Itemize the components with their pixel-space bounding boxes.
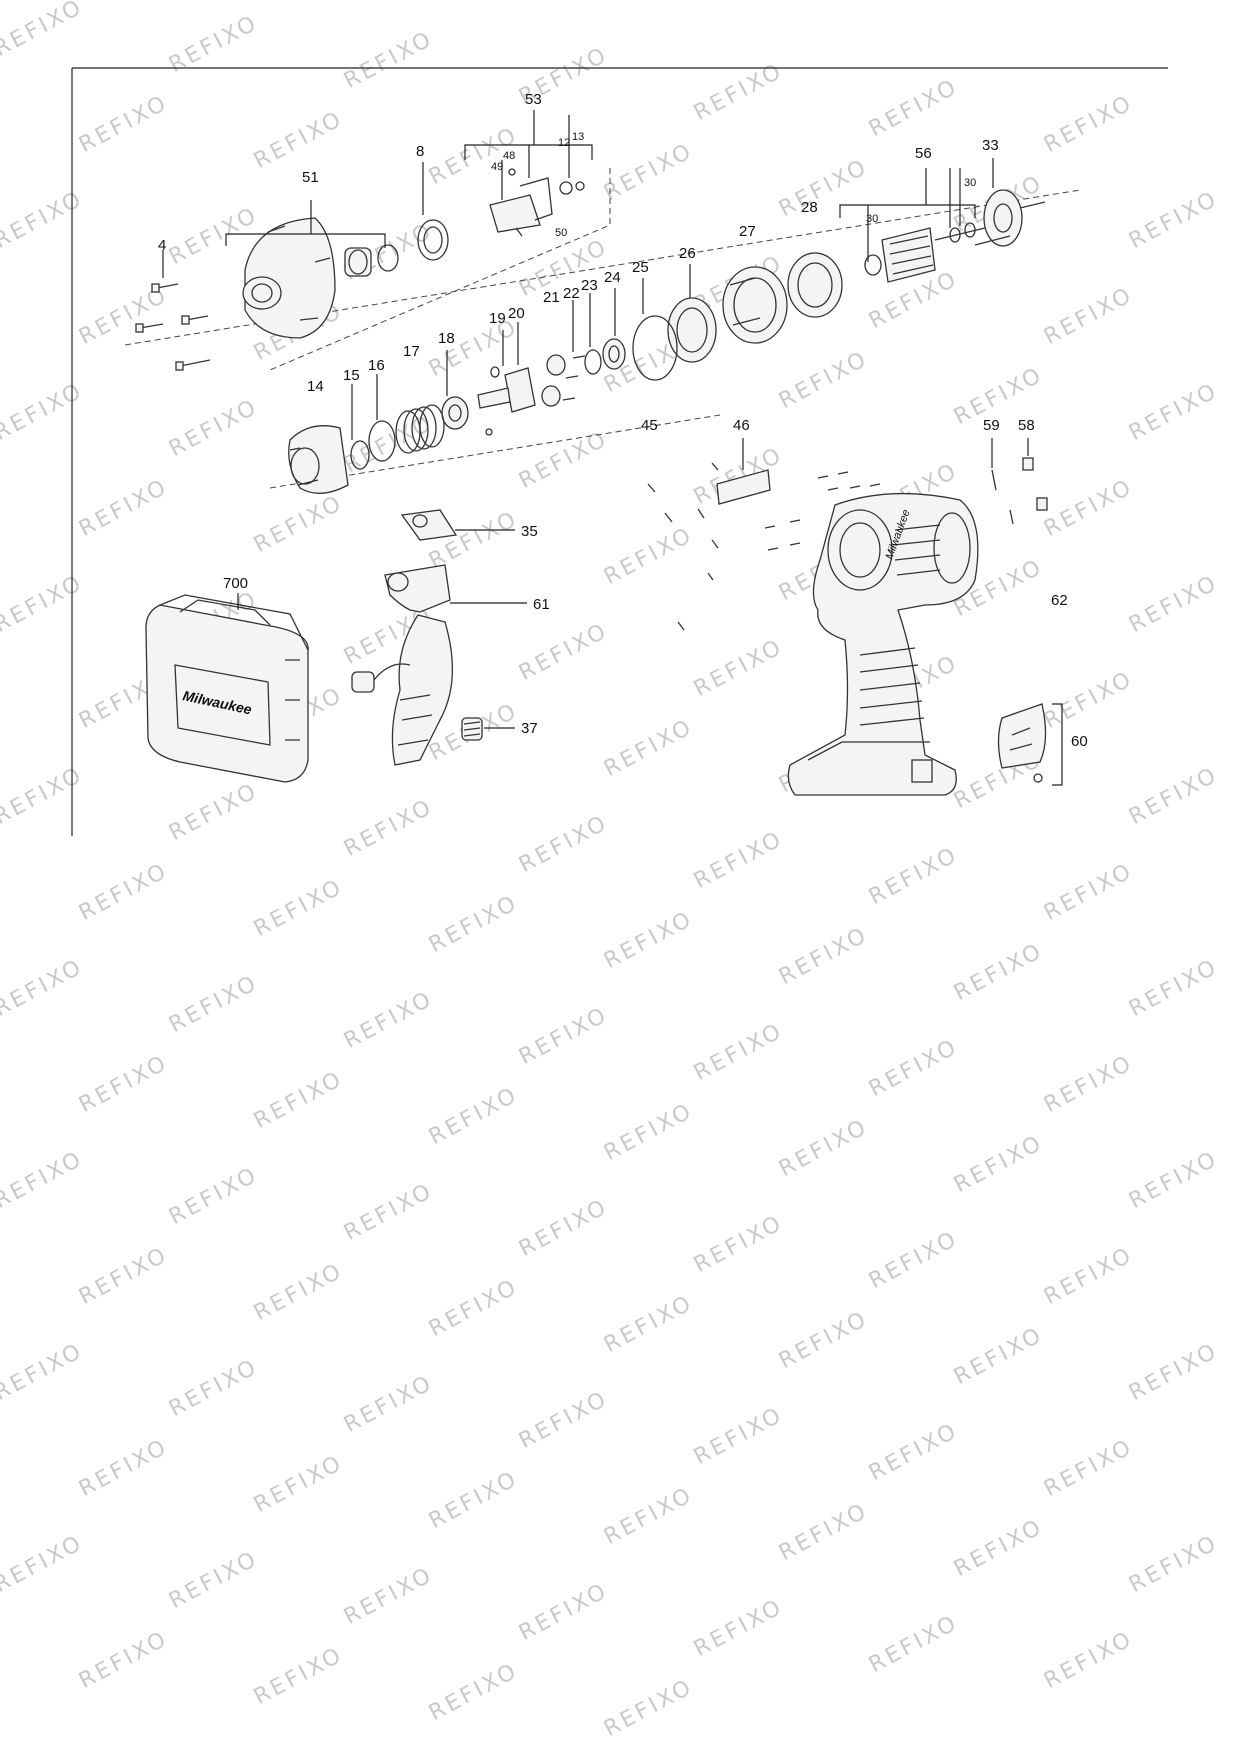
label-46: 46 [733,417,750,434]
motor-ring-28 [787,252,843,318]
label-45: 45 [641,417,658,434]
label-62: 62 [1051,592,1068,609]
label-25: 25 [632,259,649,276]
diagram-frame [71,67,1168,836]
screw-group-45 [647,462,719,631]
screw-group-4 [135,283,211,371]
label-26: 26 [679,245,696,262]
electronics-61 [351,564,454,766]
label-58: 58 [1018,417,1035,434]
label-13: 13 [572,131,584,143]
label-plate-46 [716,469,771,505]
label-18: 18 [438,330,455,347]
planet-gears-21 [541,354,579,407]
label-48: 48 [503,150,515,162]
label-59: 59 [983,417,1000,434]
label-12: 12 [558,137,570,149]
planet-carrier-20 [477,366,536,436]
label-14: 14 [307,378,324,395]
bracket-51 [225,200,386,248]
ring-8 [417,219,449,261]
label-22: 22 [563,285,580,302]
label-30-a: 30 [866,213,878,225]
gear-housing-51 [242,217,399,339]
front-cover-14 [288,425,349,494]
label-15: 15 [343,367,360,384]
label-20: 20 [508,305,525,322]
tool-housing-62: Milwaukee [787,492,979,796]
label-30-b: 30 [964,177,976,189]
label-16: 16 [368,357,385,374]
end-plate-33 [974,189,1046,247]
label-17: 17 [403,343,420,360]
bracket-53 [464,110,593,200]
part-58 [1022,457,1034,471]
spring-17 [395,404,445,454]
label-4: 4 [158,237,166,254]
label-33: 33 [982,137,999,154]
label-56: 56 [915,145,932,162]
label-53: 53 [525,91,542,108]
label-60: 60 [1071,733,1088,750]
washer-24 [602,338,626,370]
label-51: 51 [302,169,319,186]
small-parts-cluster [764,471,881,551]
switch-35 [400,509,458,541]
ring-gear-26 [667,297,717,363]
ring-gear-housing-27 [722,266,788,344]
ring-15 [350,440,370,470]
label-24: 24 [604,269,621,286]
washer-23 [584,349,602,375]
o-ring-25 [632,315,678,381]
pins-59 [991,469,1014,525]
spring-37 [461,717,483,741]
pin-22 [572,355,586,359]
belt-clip-60 [997,703,1047,783]
label-28: 28 [801,199,818,216]
bracket-56 [839,168,976,262]
washer-18 [441,396,469,430]
rotor-56 [864,222,986,283]
spindle-53 [489,168,585,237]
label-50: 50 [555,227,567,239]
label-19: 19 [489,310,506,327]
label-21: 21 [543,289,560,306]
label-700: 700 [223,575,248,592]
carrying-case-700: Milwaukee [145,594,309,783]
label-23: 23 [581,277,598,294]
label-61: 61 [533,596,550,613]
assembly-divider-line [269,168,611,371]
o-ring-16 [368,420,396,462]
label-35: 35 [521,523,538,540]
label-27: 27 [739,223,756,240]
label-8: 8 [416,143,424,160]
bracket-60 [1052,703,1063,786]
label-37: 37 [521,720,538,737]
label-49: 49 [491,161,503,173]
